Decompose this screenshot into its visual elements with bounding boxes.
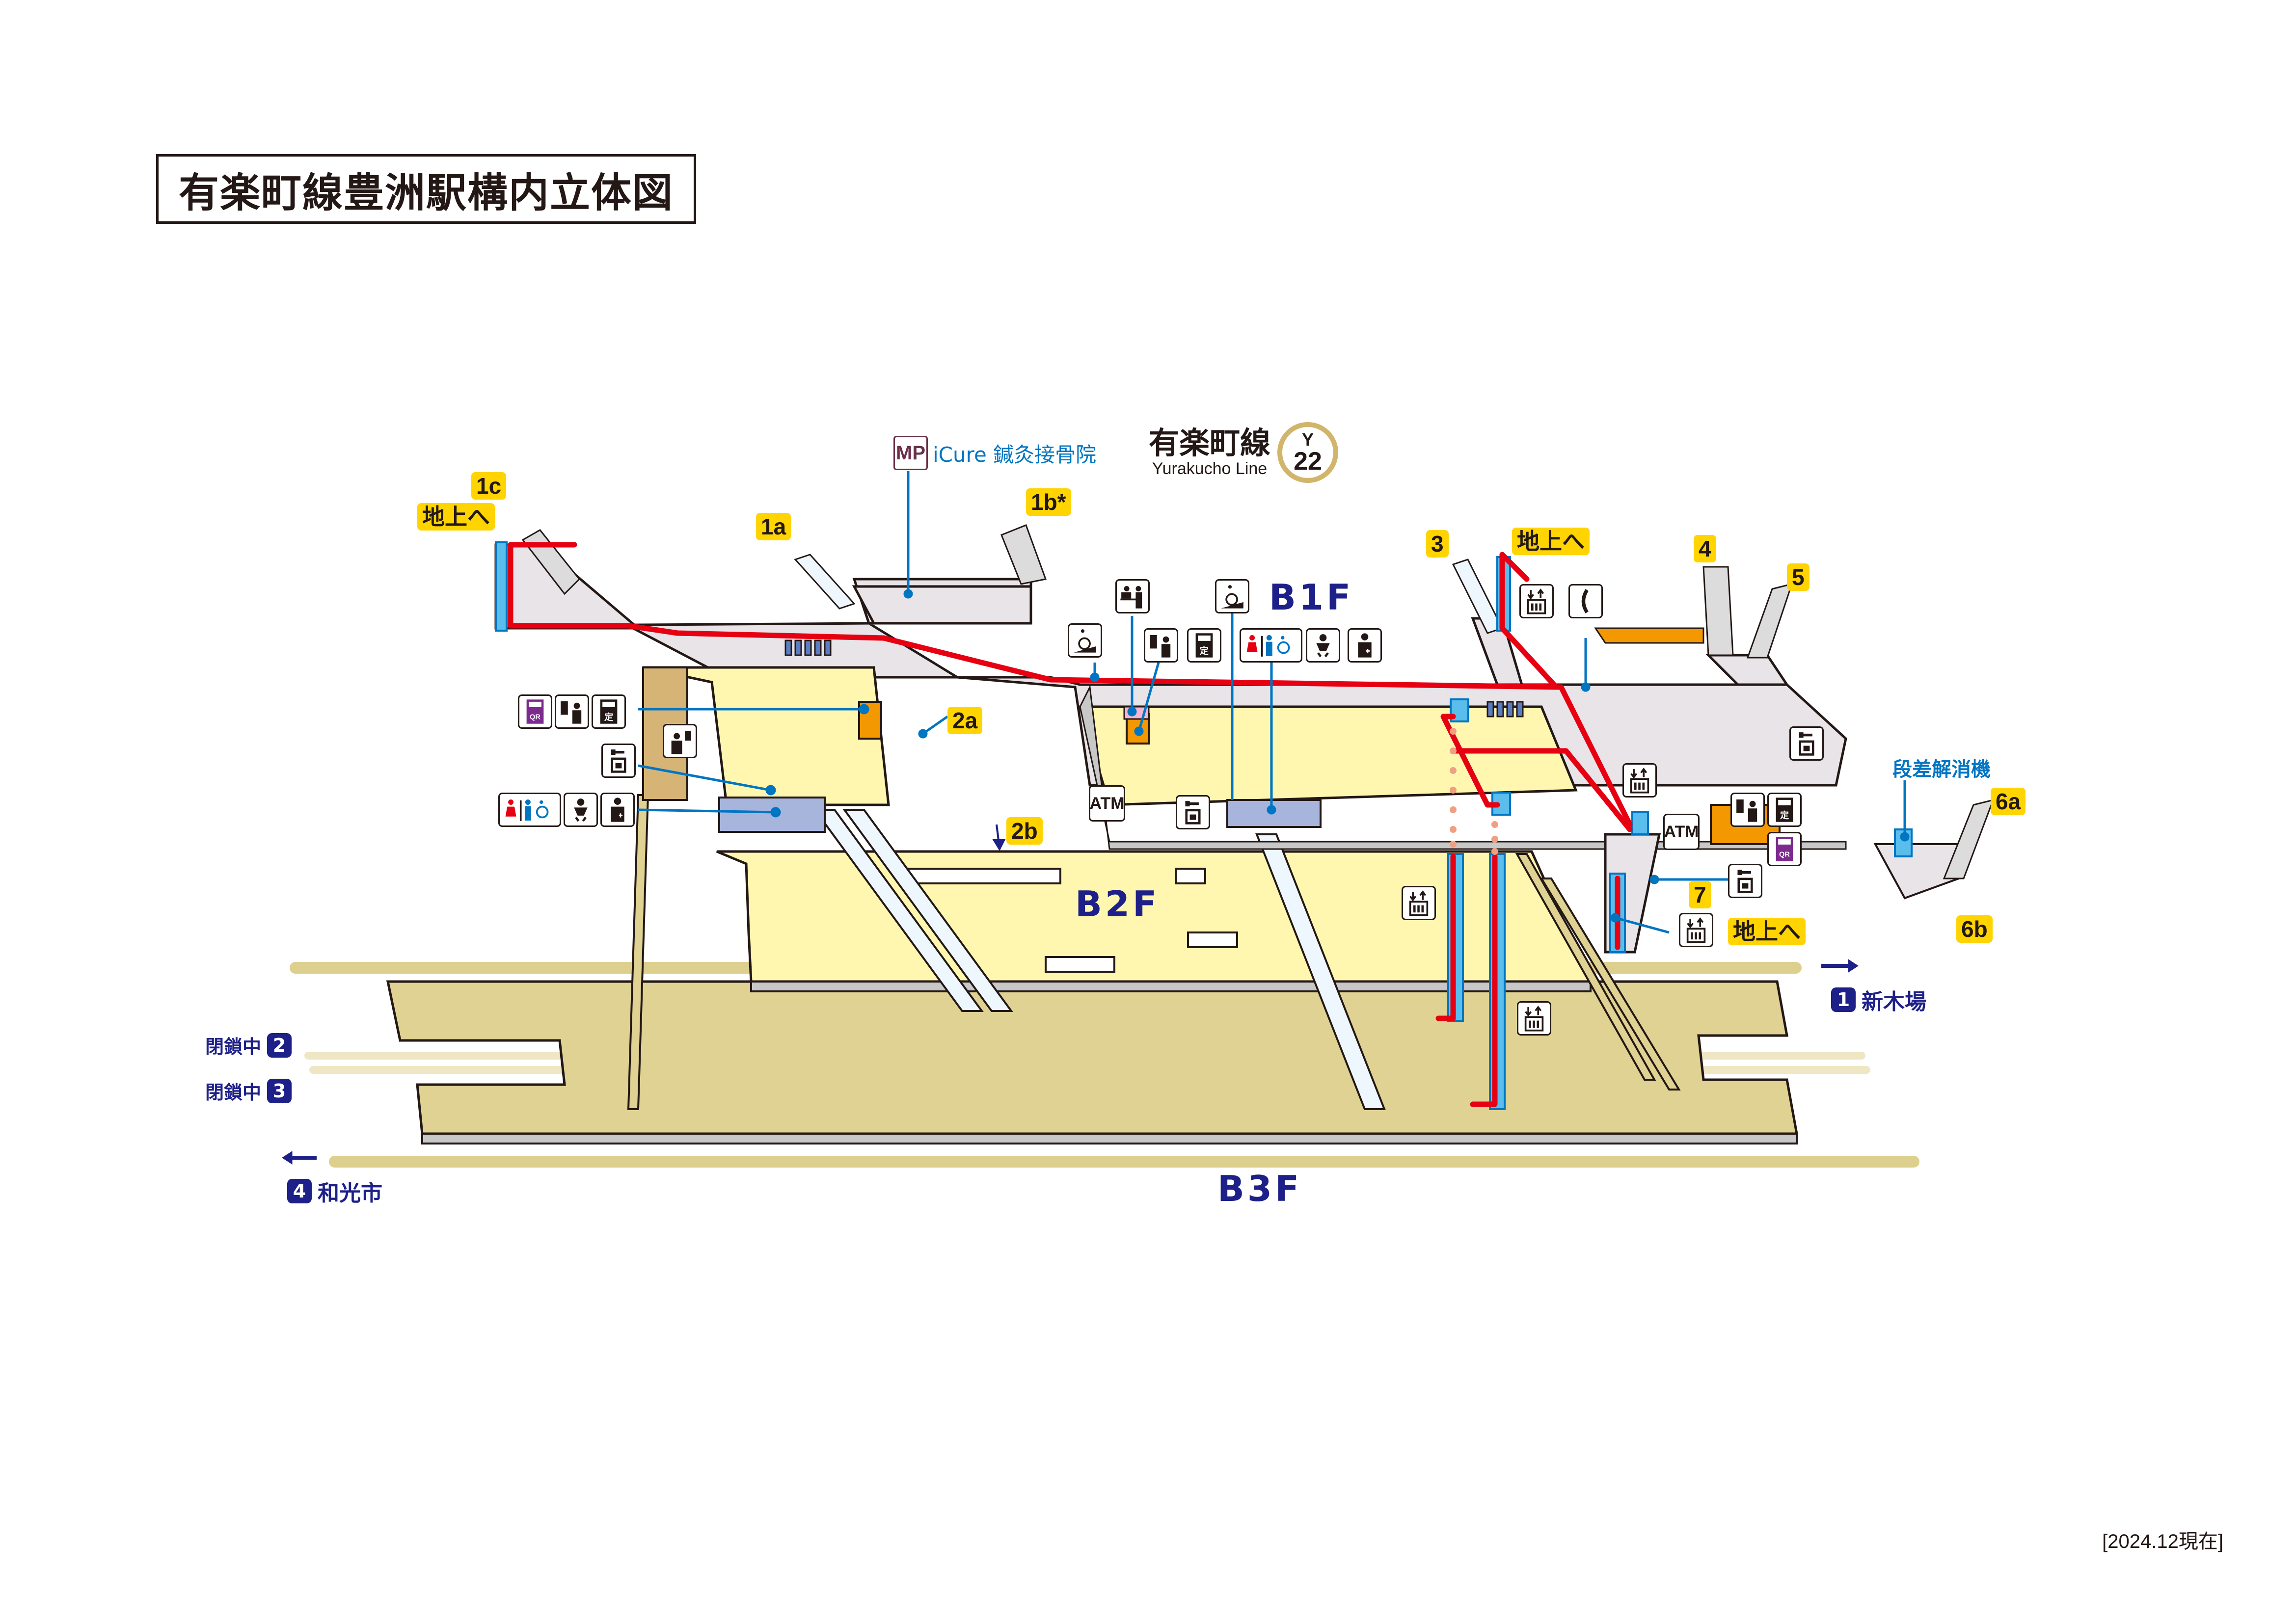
telephone-icon — [1568, 584, 1603, 618]
baby-changing-icon — [564, 793, 598, 827]
line-name-jp: 有楽町線 — [1149, 425, 1271, 461]
wheelchair-ramp-icon — [1068, 623, 1102, 658]
exit-1b[interactable]: 1b* — [1026, 488, 1071, 516]
qr-ticket-machine-icon-east: QR — [1767, 832, 1802, 866]
track-2-closed: 閉鎖中 2 — [205, 1032, 292, 1059]
exit-2b[interactable]: 2b — [1006, 817, 1043, 845]
exit-corridors — [494, 543, 1789, 954]
destination-track-4: 4 和光市 — [287, 1175, 382, 1207]
track-number-4: 4 — [287, 1179, 312, 1203]
exit-6a[interactable]: 6a — [1991, 788, 2026, 815]
line-code: Y — [1302, 429, 1314, 450]
shop-name: iCure 鍼灸接骨院 — [933, 442, 1097, 467]
commuter-pass-icon: 定 — [592, 694, 626, 729]
step-lift-label: 段差解消機 — [1892, 758, 1991, 781]
leader-lines — [638, 471, 1910, 934]
destination-track-1: 1 新木場 — [1831, 984, 1926, 1015]
floor-label-b3f: B3F — [1217, 1168, 1302, 1209]
station-number-circle: Y 22 — [1277, 422, 1339, 483]
ticket-machine-icon — [555, 694, 589, 729]
atm-icon-east: ATM — [1663, 814, 1700, 850]
teiki-text: 定 — [604, 712, 614, 722]
exit-5[interactable]: 5 — [1787, 563, 1810, 591]
shop-label[interactable]: MP iCure 鍼灸接骨院 — [893, 436, 1096, 470]
coin-locker-icon-east — [1789, 726, 1824, 761]
accessible-route — [508, 542, 1633, 1107]
exit-7-ground[interactable]: 地上へ — [1728, 918, 1806, 945]
elevator-icon-b1f-east — [1622, 763, 1657, 798]
exit-7[interactable]: 7 — [1689, 881, 1711, 908]
map-title-box: 有楽町線豊洲駅構内立体図 — [156, 154, 696, 224]
track-number-1: 1 — [1831, 987, 1856, 1012]
qr-text: QR — [530, 714, 540, 721]
track-number-3: 3 — [267, 1078, 292, 1103]
map-title: 有楽町線豊洲駅構内立体図 — [178, 169, 674, 216]
escalators — [627, 794, 1681, 1110]
teiki-text: 定 — [1780, 810, 1789, 821]
exit-3[interactable]: 3 — [1426, 530, 1449, 558]
restroom-icon-b1f — [1240, 628, 1302, 663]
destination-wakoshi: 和光市 — [318, 1181, 382, 1206]
information-counter-icon — [1115, 579, 1150, 613]
elevator-passage-dots — [1450, 728, 1498, 855]
track-number-2: 2 — [267, 1033, 292, 1058]
shop-badge-icon: MP — [893, 436, 928, 470]
elevator-icon-exit7 — [1679, 913, 1713, 947]
exit-6b[interactable]: 6b — [1956, 915, 1993, 943]
line-badge: 有楽町線 Yurakucho Line Y 22 — [1149, 422, 1339, 483]
qr-text: QR — [1779, 851, 1790, 859]
elevator-icon-b2f — [1402, 886, 1436, 920]
commuter-pass-icon-east: 定 — [1767, 793, 1802, 827]
teiki-text: 定 — [1200, 645, 1209, 656]
line-name-en: Yurakucho Line — [1152, 459, 1268, 478]
exit-2a[interactable]: 2a — [947, 707, 983, 734]
exit-1c[interactable]: 1c — [471, 472, 507, 500]
exit-4[interactable]: 4 — [1694, 535, 1716, 562]
commuter-pass-icon-b1f: 定 — [1187, 628, 1221, 663]
station-number: 22 — [1294, 447, 1322, 476]
ticket-machine-icon-east — [1730, 793, 1765, 827]
qr-ticket-machine-icon: QR — [518, 694, 552, 729]
as-of-date: [2024.12現在] — [2102, 1531, 2223, 1552]
line-name: 有楽町線 Yurakucho Line — [1149, 425, 1271, 479]
restroom-icon — [498, 793, 561, 827]
coin-locker-icon — [601, 744, 636, 778]
atm-icon-b1f: ATM — [1089, 785, 1125, 822]
multipurpose-room-icon-b1f — [1348, 628, 1382, 663]
elevator-icon-exit3 — [1519, 584, 1554, 618]
multipurpose-room-icon — [600, 793, 635, 827]
wheelchair-ramp-icon-b1f — [1215, 579, 1249, 613]
elevator-icon-b3f — [1517, 1001, 1551, 1036]
exit-3-ground[interactable]: 地上へ — [1512, 528, 1590, 555]
exit-1c-ground[interactable]: 地上へ — [417, 503, 495, 531]
station-staff-icon — [663, 724, 697, 758]
floor-label-b1f: B1F — [1269, 577, 1354, 618]
b3f-platform — [386, 980, 1798, 1144]
ticket-machine-icon-b1f — [1144, 628, 1178, 663]
baby-changing-icon-b1f — [1306, 628, 1340, 663]
direction-arrows — [282, 959, 1859, 1165]
coin-locker-icon-b1f — [1176, 795, 1210, 829]
closed-label-2: 閉鎖中 — [205, 1036, 262, 1058]
coin-locker-icon-exit7 — [1728, 864, 1762, 898]
exit-1a[interactable]: 1a — [756, 513, 791, 540]
closed-label-3: 閉鎖中 — [205, 1082, 262, 1103]
floor-label-b2f: B2F — [1075, 883, 1160, 925]
arrow-2b — [992, 824, 1006, 851]
destination-shinkiba: 新木場 — [1862, 989, 1926, 1014]
track-3-closed: 閉鎖中 3 — [205, 1077, 292, 1104]
